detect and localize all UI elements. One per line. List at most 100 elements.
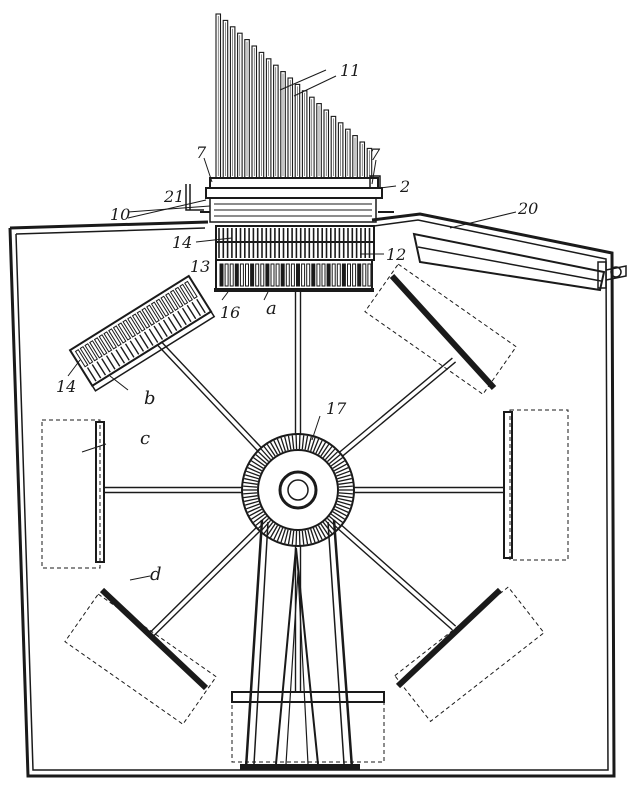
gear-tooth xyxy=(243,486,257,487)
label-7-right: 7 xyxy=(370,145,381,164)
gear-tooth xyxy=(339,486,353,487)
key-finger xyxy=(363,264,366,286)
gear-tooth xyxy=(321,444,329,456)
gear-tooth xyxy=(329,455,340,464)
label-a: a xyxy=(266,298,277,319)
label-b: b xyxy=(144,388,156,409)
key-finger xyxy=(220,264,223,286)
label-12: 12 xyxy=(386,245,406,264)
key-bank-lower xyxy=(220,264,371,286)
spoke xyxy=(162,342,262,447)
label-16: 16 xyxy=(220,303,240,322)
label-20: 20 xyxy=(517,199,538,218)
key-finger xyxy=(261,264,264,286)
gear-tooth xyxy=(285,437,288,451)
spoke xyxy=(343,362,456,456)
label-7-left: 7 xyxy=(196,143,207,162)
key-finger xyxy=(358,264,361,286)
key-finger xyxy=(348,264,351,286)
gear-tooth xyxy=(243,493,257,494)
gear-tooth xyxy=(264,447,273,458)
key-finger xyxy=(327,264,330,286)
key-finger xyxy=(291,264,294,286)
key-finger xyxy=(256,264,259,286)
key-finger xyxy=(342,264,345,286)
label-11: 11 xyxy=(340,61,360,80)
key-finger xyxy=(337,264,340,286)
key-finger xyxy=(307,264,310,286)
gear-tooth xyxy=(244,482,258,484)
gear-tooth xyxy=(325,449,334,459)
gear-tooth xyxy=(339,493,353,494)
key-finger xyxy=(312,264,315,286)
gear-tooth xyxy=(256,455,267,464)
gear-tooth xyxy=(308,437,311,451)
key-finger xyxy=(353,264,356,286)
gear-tooth xyxy=(261,449,270,459)
gear-tooth xyxy=(302,531,303,545)
key-finger xyxy=(230,264,233,286)
gear-tooth xyxy=(305,530,307,544)
label-2: 2 xyxy=(399,177,410,196)
gear-tooth xyxy=(333,461,345,468)
gear-tooth xyxy=(331,458,342,466)
gear-tooth xyxy=(271,442,278,454)
gear-tooth xyxy=(267,444,275,456)
key-bank-upper xyxy=(216,228,374,258)
key-finger xyxy=(297,264,300,286)
gear-tooth xyxy=(288,436,290,450)
key-finger xyxy=(322,264,325,286)
windchest xyxy=(186,176,394,292)
gear-tooth xyxy=(323,447,332,458)
gear-tooth xyxy=(285,530,288,544)
label-c: c xyxy=(140,428,150,449)
key-finger xyxy=(240,264,243,286)
gear-tooth xyxy=(333,512,345,519)
gear-tooth xyxy=(244,479,258,482)
key-finger xyxy=(235,264,238,286)
organ-pipes xyxy=(216,14,372,178)
key-finger xyxy=(225,264,228,286)
gear-tooth xyxy=(302,435,303,449)
gear-tooth xyxy=(338,479,352,482)
label-14-left: 14 xyxy=(56,377,76,396)
gear-tooth xyxy=(327,452,337,462)
gear-hub xyxy=(242,434,354,546)
key-finger xyxy=(332,264,335,286)
gear-tooth xyxy=(251,512,263,519)
label-13: 13 xyxy=(190,257,210,276)
label-21: 21 xyxy=(163,187,184,206)
gear-tooth xyxy=(288,530,290,544)
gear-tooth xyxy=(338,499,352,502)
label-17: 17 xyxy=(326,399,347,418)
key-finger xyxy=(302,264,305,286)
gear-tooth xyxy=(292,531,293,545)
label-14-top: 14 xyxy=(172,233,192,252)
gear-tooth xyxy=(244,496,258,498)
gear-tooth xyxy=(319,526,326,538)
tilted-key-block xyxy=(70,276,214,391)
key-finger xyxy=(246,264,249,286)
key-finger xyxy=(281,264,284,286)
key-finger xyxy=(317,264,320,286)
arm-end-bars xyxy=(96,276,512,702)
key-finger xyxy=(286,264,289,286)
key-finger xyxy=(251,264,254,286)
key-finger xyxy=(271,264,274,286)
gear-tooth xyxy=(339,496,353,498)
gear-tooth xyxy=(258,452,268,462)
gear-tooth xyxy=(271,526,278,538)
spoke xyxy=(148,528,256,635)
key-finger xyxy=(266,264,269,286)
key-finger xyxy=(368,264,371,286)
gear-tooth xyxy=(339,482,353,484)
lid-plate xyxy=(414,234,626,290)
gear-tooth xyxy=(251,461,263,468)
label-d: d xyxy=(150,564,162,585)
spoke xyxy=(338,529,452,630)
gear-tooth xyxy=(308,530,311,544)
gear-tooth xyxy=(244,499,258,502)
key-finger xyxy=(276,264,279,286)
